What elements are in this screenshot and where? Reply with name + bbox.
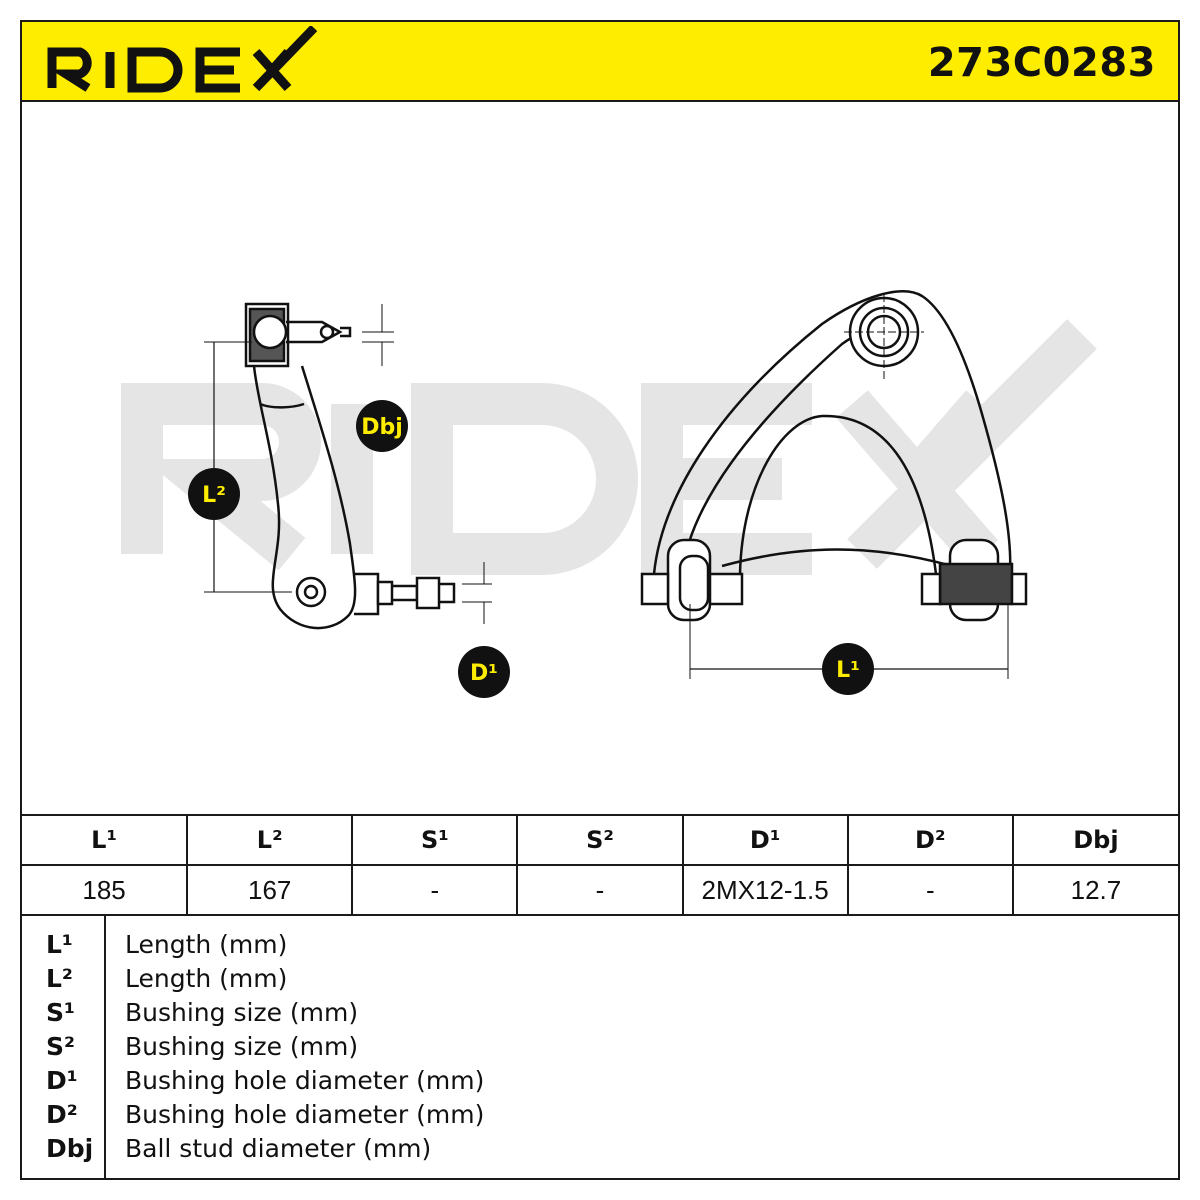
label-badge-d1: D¹ bbox=[458, 646, 510, 698]
badge-dbj-text: Dbj bbox=[361, 415, 403, 440]
legend-symbol: L¹ bbox=[46, 930, 73, 959]
legend-symbol: D¹ bbox=[46, 1066, 78, 1095]
technical-drawing: Dbj L² D¹ L¹ bbox=[22, 104, 1178, 814]
legend-row: S² Bushing size (mm) bbox=[22, 1032, 1178, 1066]
value-cell: - bbox=[516, 864, 684, 916]
header-cell: S¹ bbox=[351, 814, 519, 866]
legend-row: S¹ Bushing size (mm) bbox=[22, 998, 1178, 1032]
drawing-canvas: Dbj L² D¹ L¹ bbox=[121, 290, 1097, 698]
legend-description: Length (mm) bbox=[125, 964, 288, 993]
legend-row: L² Length (mm) bbox=[22, 964, 1178, 998]
header-bar: 273C0283 bbox=[22, 22, 1178, 102]
legend-symbol: L² bbox=[46, 964, 73, 993]
value-cell: 2MX12-1.5 bbox=[681, 864, 849, 916]
header-cell: D² bbox=[846, 814, 1014, 866]
legend-description: Bushing hole diameter (mm) bbox=[125, 1066, 485, 1095]
legend-row: L¹ Length (mm) bbox=[22, 930, 1178, 964]
legend-symbol: D² bbox=[46, 1100, 78, 1129]
control-arm-side-view bbox=[204, 302, 492, 630]
value-cell: - bbox=[846, 864, 1014, 916]
control-arm-top-view bbox=[640, 290, 1028, 679]
header-cell: D¹ bbox=[681, 814, 849, 866]
badge-l2-text: L² bbox=[202, 483, 226, 508]
header-cell: L² bbox=[186, 814, 354, 866]
legend-row: D² Bushing hole diameter (mm) bbox=[22, 1100, 1178, 1134]
legend-row: Dbj Ball stud diameter (mm) bbox=[22, 1134, 1178, 1168]
badge-d1-text: D¹ bbox=[470, 661, 498, 686]
spec-table: L¹ L² S¹ S² D¹ D² Dbj 185 167 - - 2MX12-… bbox=[22, 814, 1178, 916]
legend: L¹ Length (mm) L² Length (mm) S¹ Bushing… bbox=[22, 914, 1178, 1180]
value-cell: 185 bbox=[22, 864, 189, 916]
legend-symbol: Dbj bbox=[46, 1134, 94, 1163]
legend-description: Bushing hole diameter (mm) bbox=[125, 1100, 485, 1129]
header-cell: S² bbox=[516, 814, 684, 866]
ridex-logo bbox=[44, 24, 324, 103]
legend-description: Bushing size (mm) bbox=[125, 1032, 359, 1061]
header-cell: L¹ bbox=[22, 814, 189, 866]
label-badge-l2: L² bbox=[188, 468, 240, 520]
spec-table-header-row: L¹ L² S¹ S² D¹ D² Dbj bbox=[22, 814, 1178, 866]
legend-row: D¹ Bushing hole diameter (mm) bbox=[22, 1066, 1178, 1100]
value-cell: 12.7 bbox=[1011, 864, 1178, 916]
legend-symbol: S¹ bbox=[46, 998, 75, 1027]
badge-l1-text: L¹ bbox=[836, 658, 860, 683]
legend-description: Ball stud diameter (mm) bbox=[125, 1134, 432, 1163]
datasheet-frame: 273C0283 bbox=[20, 20, 1180, 1180]
legend-symbol: S² bbox=[46, 1032, 75, 1061]
part-number: 273C0283 bbox=[927, 40, 1156, 86]
legend-description: Length (mm) bbox=[125, 930, 288, 959]
legend-divider bbox=[104, 914, 106, 1180]
label-badge-l1: L¹ bbox=[822, 643, 874, 695]
label-badge-dbj: Dbj bbox=[356, 400, 408, 452]
header-cell: Dbj bbox=[1011, 814, 1178, 866]
legend-description: Bushing size (mm) bbox=[125, 998, 359, 1027]
value-cell: - bbox=[351, 864, 519, 916]
ridex-logo-graphic bbox=[47, 24, 318, 93]
value-cell: 167 bbox=[186, 864, 354, 916]
spec-table-value-row: 185 167 - - 2MX12-1.5 - 12.7 bbox=[22, 864, 1178, 916]
